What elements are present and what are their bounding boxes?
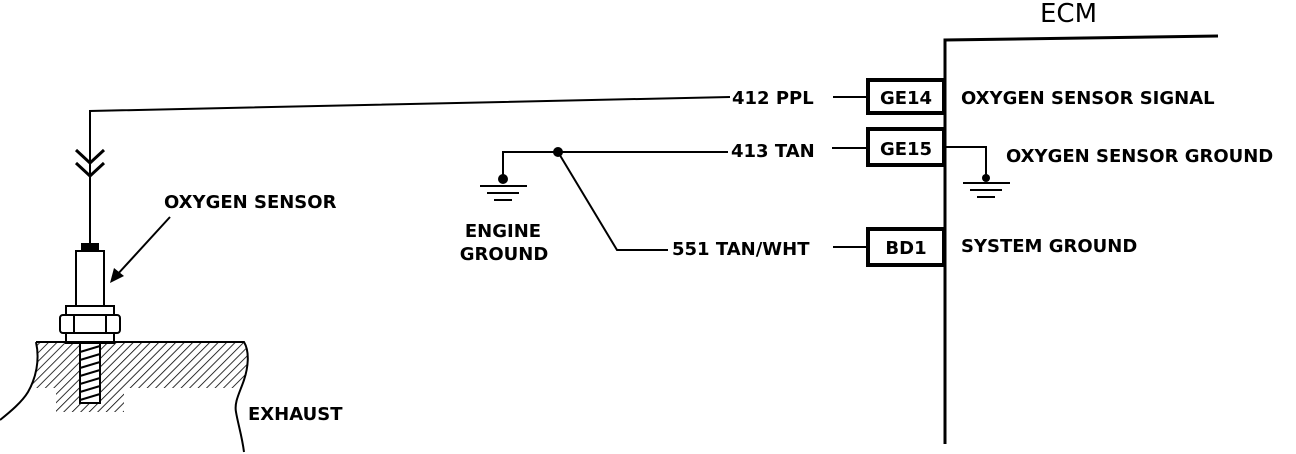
- wire-412-ppl-line-left: [89, 96, 731, 200]
- connector-chevron-upper: [74, 148, 106, 166]
- exhaust-outline-left: [0, 341, 39, 421]
- wire-413-tan-label: 413 TAN: [731, 141, 815, 162]
- sensor-threads: [79, 345, 101, 401]
- sensor-body: [75, 250, 105, 307]
- oxygen-sensor-label: OXYGEN SENSOR: [164, 192, 337, 213]
- exhaust-label: EXHAUST: [248, 404, 343, 425]
- pin-ge14-description: OXYGEN SENSOR SIGNAL: [961, 88, 1215, 109]
- wire-412-ppl-label: 412 PPL: [732, 88, 814, 109]
- pin-ge15-description: OXYGEN SENSOR GROUND: [1006, 146, 1273, 167]
- ecm-ground-wire: [946, 146, 987, 177]
- pin-ge15: GE15 OXYGEN SENSOR GROUND: [866, 127, 1273, 167]
- connector-chevron-lower: [74, 161, 106, 179]
- pin-bd1-label: BD1: [885, 238, 926, 259]
- engine-ground: ENGINE GROUND: [460, 174, 549, 265]
- pin-bd1: BD1 SYSTEM GROUND: [866, 227, 1137, 267]
- wire-551-line-left: [557, 151, 668, 251]
- pin-ge14-label: GE14: [880, 88, 932, 109]
- exhaust-pipe: EXHAUST: [0, 341, 343, 453]
- sensor-hex-nut: [59, 314, 121, 334]
- oxygen-sensor: OXYGEN SENSOR: [59, 178, 337, 344]
- oxygen-sensor-pointer: [115, 216, 171, 277]
- pin-ge14-box: [866, 78, 946, 115]
- sensor-tip: [81, 243, 99, 251]
- ecm-title: ECM: [1040, 0, 1097, 29]
- engine-ground-node: [498, 174, 508, 184]
- pin-ge15-label: GE15: [880, 139, 932, 160]
- engine-ground-label-line1: ENGINE: [465, 221, 541, 242]
- wire-551-tan-wht: 551 TAN/WHT: [557, 151, 866, 260]
- ecm-ground-node: [982, 174, 990, 182]
- ecm-internal-ground: [946, 146, 1010, 198]
- pin-bd1-box: [866, 227, 946, 267]
- wire-551-label: 551 TAN/WHT: [672, 239, 810, 260]
- exhaust-wall-hatch: [0, 342, 248, 412]
- wire-412-ppl: 412 PPL: [74, 88, 866, 200]
- wire-413-tan: 413 TAN: [502, 141, 866, 178]
- sensor-collar: [65, 305, 115, 316]
- engine-ground-label-line2: GROUND: [460, 244, 549, 265]
- pin-ge15-box: [866, 127, 946, 167]
- ecm-outline: [943, 34, 1219, 444]
- pin-bd1-description: SYSTEM GROUND: [961, 236, 1137, 257]
- oxygen-sensor-arrowhead: [110, 268, 124, 283]
- pin-ge14: GE14 OXYGEN SENSOR SIGNAL: [866, 78, 1215, 115]
- ecm-block: ECM: [943, 0, 1219, 444]
- wire-413-tan-line-left: [502, 151, 728, 178]
